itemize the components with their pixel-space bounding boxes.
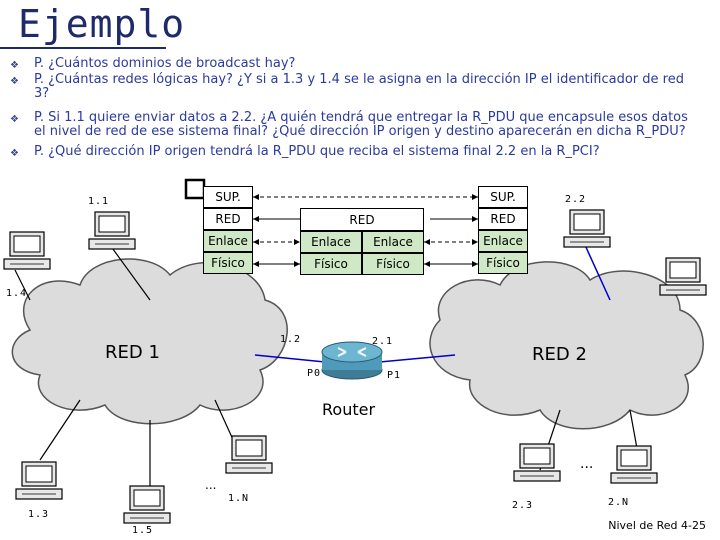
network-red2: RED 2 (532, 344, 587, 365)
host-label-1-1: 1.1 (88, 196, 110, 207)
router-if-right: 2.1 (372, 336, 394, 347)
left-fisico-layer: Físico (203, 252, 253, 274)
question-4: P. ¿Qué dirección IP origen tendrá la R_… (34, 144, 600, 159)
host-label-1-4: 1.4 (6, 288, 28, 299)
question-2: P. ¿Cuántas redes lógicas hay? ¿Y si a 1… (34, 72, 684, 101)
right-enlace-layer: Enlace (478, 230, 528, 252)
right-red-layer: RED (478, 208, 528, 230)
router-fisico-right: Físico (362, 253, 424, 275)
right-fisico-layer: Físico (478, 252, 528, 274)
slide-title: Ejemplo (18, 2, 186, 46)
bullet-icon: ❖ (10, 60, 19, 71)
host-label-1-n: 1.N (228, 493, 250, 504)
router-label: Router (322, 400, 376, 419)
ellipsis-red2: ... (580, 456, 594, 472)
router-enlace-right: Enlace (362, 231, 424, 253)
title-underline (0, 47, 166, 49)
host-label-1-5: 1.5 (132, 525, 154, 536)
bullet-icon: ❖ (10, 114, 19, 125)
bullet-icon: ❖ (10, 76, 19, 87)
router-port-p1: P1 (387, 370, 402, 381)
network-red1: RED 1 (105, 342, 160, 363)
question-3: P. Si 1.1 quiere enviar datos a 2.2. ¿A … (34, 110, 688, 139)
slide-footer: Nivel de Red 4-25 (608, 519, 706, 532)
question-1: P. ¿Cuántos dominios de broadcast hay? (34, 56, 296, 71)
right-sup-layer: SUP. (478, 186, 528, 208)
left-sup-layer: SUP. (203, 186, 253, 208)
bullet-icon: ❖ (10, 148, 19, 159)
router-fisico-left: Físico (300, 253, 362, 275)
router-port-p0: P0 (307, 368, 322, 379)
host-label-1-3: 1.3 (28, 509, 50, 520)
host-label-2-3: 2.3 (512, 500, 534, 511)
host-label-2-n: 2.N (608, 497, 630, 508)
ellipsis-red1: ... (205, 478, 217, 492)
router-red-layer: RED (300, 208, 424, 231)
router-icon (321, 341, 383, 380)
host-label-2-2: 2.2 (565, 194, 587, 205)
left-red-layer: RED (203, 208, 253, 230)
left-enlace-layer: Enlace (203, 230, 253, 252)
router-enlace-left: Enlace (300, 231, 362, 253)
cloud-red1 (11, 258, 288, 425)
router-if-left: 1.2 (280, 334, 302, 345)
